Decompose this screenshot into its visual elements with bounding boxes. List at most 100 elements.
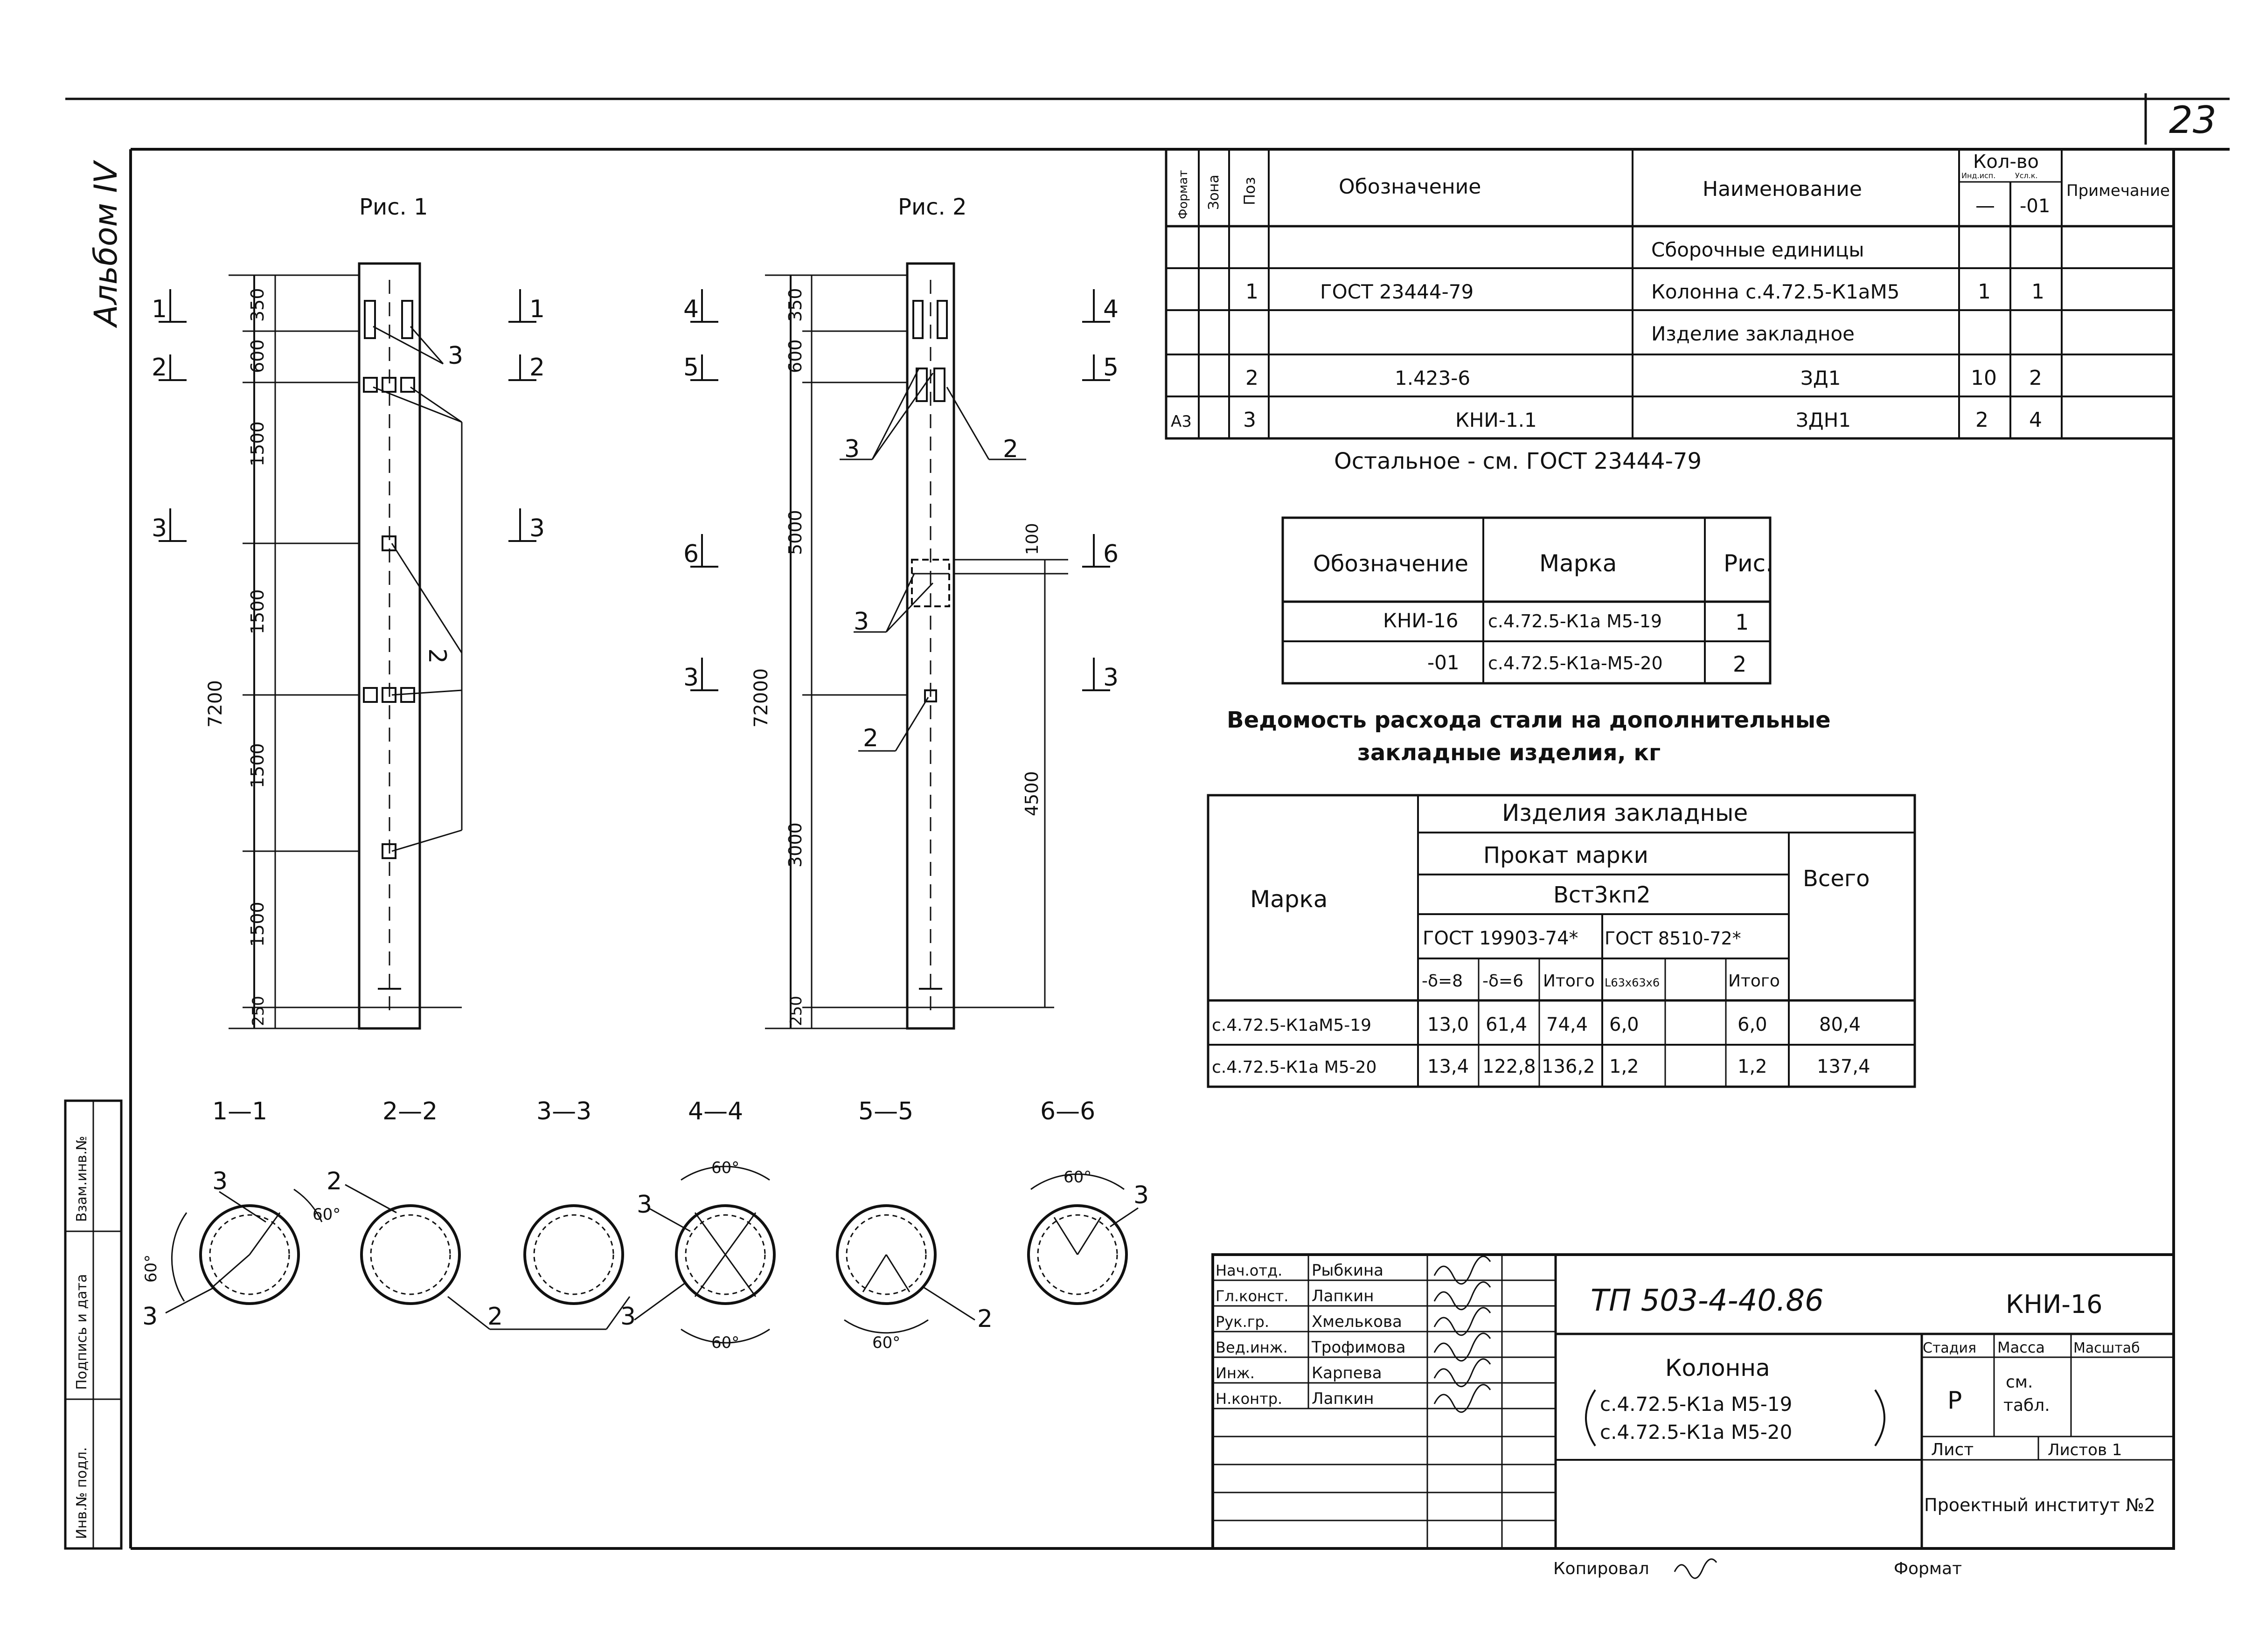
mark-row2-designation: -01 xyxy=(1427,651,1460,674)
tb-sheets-label: Листов 1 xyxy=(2048,1441,2122,1459)
steel-row1-v2: 61,4 xyxy=(1486,1014,1527,1035)
section-4-angle-a: 60° xyxy=(711,1159,739,1177)
fig1-dim-1500-d: 1500 xyxy=(247,902,268,947)
fig1-cut-left-2: 2 xyxy=(152,354,167,382)
tb-org: Проектный институт №2 xyxy=(1924,1495,2155,1515)
section-4-callout-3b: 3 xyxy=(620,1303,636,1331)
tb-role-2: Гл.конст. xyxy=(1216,1287,1288,1305)
section-6-callout-3: 3 xyxy=(1133,1181,1149,1209)
fig1-cut-left-1: 1 xyxy=(152,295,167,323)
fig2-dim-250: 250 xyxy=(787,996,806,1026)
fig1-cut-left-3: 3 xyxy=(152,514,167,542)
spec-h-pos: Поз xyxy=(1241,177,1258,205)
section-2-callout-2a: 2 xyxy=(327,1167,342,1195)
fig1-section-cuts: 1 2 3 1 2 3 xyxy=(152,289,545,542)
fig1-callout-2: 2 xyxy=(423,648,451,664)
section-1-callout-3a: 3 xyxy=(212,1167,228,1195)
spec-row2-q1: 1 xyxy=(1978,280,1991,304)
section-4-angle-b: 60° xyxy=(711,1333,739,1352)
steel-table: Марка Изделия закладные Прокат марки Вст… xyxy=(1207,794,1916,1088)
spec-row5-q2: 4 xyxy=(2029,408,2042,432)
fig2-dim-total: 72000 xyxy=(751,668,772,728)
signature-2 xyxy=(1433,1281,1491,1311)
tb-name-1: Рыбкина xyxy=(1312,1261,1383,1280)
steel-row1-v6: 6,0 xyxy=(1738,1014,1767,1035)
fig1-dim-250: 250 xyxy=(249,996,268,1026)
spec-h-name: Наименование xyxy=(1703,177,1862,201)
section-title-3: 3—3 xyxy=(536,1097,591,1125)
steel-row1-v4: 6,0 xyxy=(1609,1014,1639,1035)
spec-h-note: Примечание xyxy=(2066,181,2170,200)
mark-table: Обозначение Марка Рис. КНИ-16 с.4.72.5-К… xyxy=(1281,516,1773,685)
spec-row5-designation: КНИ-1.1 xyxy=(1455,409,1537,431)
tb-stage: Р xyxy=(1947,1387,1962,1415)
footer-copied-signature xyxy=(1674,1558,1717,1579)
spec-row1-name: Сборочные единицы xyxy=(1651,238,1864,261)
fig1-dim-1500-b: 1500 xyxy=(247,589,268,634)
spec-h-qty-col-1: — xyxy=(1975,194,1995,217)
section-1-angle-b: 60° xyxy=(313,1205,341,1224)
fig1-cut-right-1: 1 xyxy=(529,295,545,323)
mark-h-fig: Рис. xyxy=(1724,550,1773,577)
steel-row1-mark: с.4.72.5-К1аМ5-19 xyxy=(1212,1016,1371,1035)
spec-h-format: Формат xyxy=(1176,170,1190,220)
mark-row2-mark: с.4.72.5-К1а-М5-20 xyxy=(1488,653,1663,673)
tb-name-3: Хмелькова xyxy=(1312,1312,1402,1331)
spec-row5-q1: 2 xyxy=(1975,408,1988,432)
fig2-column xyxy=(906,262,955,1030)
title-block: Нач.отд. Гл.конст. Рук.гр. Вед.инж. Инж.… xyxy=(1211,1253,2175,1550)
fig2-cut-left-5: 5 xyxy=(683,354,699,382)
fig2-callout-3b: 3 xyxy=(854,608,869,636)
section-title-4: 4—4 xyxy=(688,1097,743,1125)
steel-row2-v4: 1,2 xyxy=(1609,1056,1639,1077)
spec-row4-q1: 10 xyxy=(1971,366,1997,390)
steel-row1-v1: 13,0 xyxy=(1427,1014,1469,1035)
fig2-cut-right-6: 6 xyxy=(1103,540,1119,568)
side-stamp-label-1: Инв.№ подл. xyxy=(74,1447,90,1539)
signature-1 xyxy=(1433,1256,1491,1285)
steel-subcol-4: L63x63x6 xyxy=(1605,976,1660,989)
section-circles: 60° 60° 3 3 2 2 60° 60° 3 3 xyxy=(142,1159,1149,1352)
section-2-callout-2b: 2 xyxy=(487,1303,503,1331)
tb-role-4: Вед.инж. xyxy=(1216,1339,1288,1356)
fig2-callout-2b: 2 xyxy=(863,724,878,752)
steel-row2-total: 137,4 xyxy=(1817,1056,1870,1077)
steel-h-gost-1: ГОСТ 19903-74* xyxy=(1423,928,1578,949)
side-stamp-label-2: Подпись и дата xyxy=(74,1274,90,1390)
fig2-dim-100: 100 xyxy=(1023,523,1042,555)
section-title-1: 1—1 xyxy=(212,1097,267,1125)
section-title-6: 6—6 xyxy=(1040,1097,1095,1125)
fig1-title: Рис. 1 xyxy=(359,194,428,220)
fig2-callout-3a: 3 xyxy=(844,435,860,463)
tb-name-6: Лапкин xyxy=(1312,1389,1374,1408)
fig2-dim-350: 350 xyxy=(785,288,806,322)
steel-row2-v2: 122,8 xyxy=(1482,1056,1536,1077)
mark-h-mark: Марка xyxy=(1539,550,1617,577)
steel-h-gost-2: ГОСТ 8510-72* xyxy=(1605,928,1741,949)
fig2-dim-600: 600 xyxy=(785,339,806,373)
fig1-cut-right-3: 3 xyxy=(529,514,545,542)
steel-subcol-1: -δ=8 xyxy=(1422,972,1463,991)
steel-h-prokat: Прокат марки xyxy=(1483,842,1648,868)
spec-row2-designation: ГОСТ 23444-79 xyxy=(1320,280,1474,303)
fig1-dimensions: 350 600 1500 1500 1500 1500 250 7200 xyxy=(205,274,462,1029)
signature-5 xyxy=(1433,1358,1491,1388)
spec-h-qty-sub-2: Усл.к. xyxy=(2015,171,2038,180)
fig2-cut-left-3: 3 xyxy=(683,664,699,692)
tb-role-6: Н.контр. xyxy=(1216,1390,1282,1408)
footer-format: Формат xyxy=(1894,1559,1962,1578)
tb-code: ТП 503-4-40.86 xyxy=(1591,1284,1824,1318)
spec-h-zone: Зона xyxy=(1206,174,1222,210)
spec-row4-q2: 2 xyxy=(2029,366,2042,390)
steel-subcol-3: Итого xyxy=(1543,972,1595,991)
tb-h-mass: Масса xyxy=(1997,1339,2045,1356)
tb-name-line-2: с.4.72.5-К1а М5-19 xyxy=(1600,1393,1792,1416)
fig2-title: Рис. 2 xyxy=(898,194,967,220)
fig1-dim-1500-c: 1500 xyxy=(247,743,268,788)
section-1-angle-a: 60° xyxy=(142,1255,160,1283)
fig2-cut-right-3: 3 xyxy=(1103,664,1119,692)
steel-row1-v3: 74,4 xyxy=(1546,1014,1588,1035)
spec-h-designation: Обозначение xyxy=(1339,175,1481,199)
mark-row1-designation: КНИ-16 xyxy=(1383,609,1458,632)
tb-mark: КНИ-16 xyxy=(2006,1290,2103,1319)
